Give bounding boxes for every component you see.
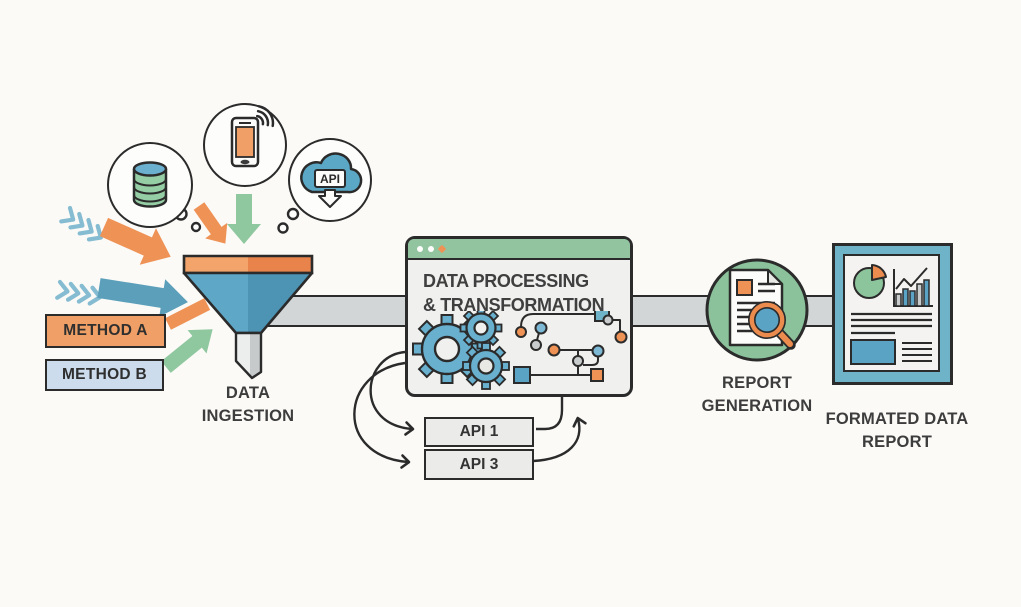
- mobile-icon: [230, 105, 275, 168]
- api-1-label: API 1: [459, 423, 499, 440]
- window-dot-icon: [428, 245, 434, 252]
- orange-stub: [165, 298, 211, 330]
- source-cloud-circle: API: [288, 138, 372, 222]
- green-arrow-down: [227, 194, 261, 244]
- source-mobile-circle: [203, 103, 287, 187]
- method-b-label: METHOD B: [61, 366, 148, 383]
- report-generation-icon: [705, 258, 809, 362]
- chevrons-bottom-icon: [55, 279, 103, 306]
- api-1-box: API 1: [424, 417, 534, 447]
- bar-chart-icon: [893, 267, 933, 307]
- image-placeholder: [850, 339, 896, 365]
- cloud-api-label: API: [320, 172, 340, 186]
- window-titlebar: [408, 239, 630, 260]
- bubble-dots: [174, 207, 300, 234]
- report-generation-caption: REPORT GENERATION: [701, 374, 813, 415]
- formatted-report-caption: FORMATED DATA REPORT: [825, 410, 969, 451]
- processing-title: DATA PROCESSING & TRANSFORMATION: [423, 271, 605, 315]
- window-dot-icon: [417, 245, 423, 252]
- method-b-box: METHOD B: [45, 359, 164, 391]
- pie-chart-icon: [853, 264, 887, 299]
- text-lines: [851, 312, 932, 335]
- api-3-box: API 3: [424, 449, 534, 480]
- green-arrow-upright: [161, 329, 213, 373]
- api-3-label: API 3: [459, 455, 499, 473]
- report-page-icon: [843, 254, 940, 372]
- report-generation-node: [705, 258, 809, 362]
- chevrons-top-icon: [59, 205, 103, 242]
- method-a-box: METHOD A: [45, 314, 166, 348]
- formatted-report-frame: [832, 243, 953, 385]
- method-a-label: METHOD A: [63, 322, 148, 339]
- wifi-icon: [255, 105, 275, 128]
- report-page-graphics: [850, 264, 933, 365]
- source-database-circle: [107, 142, 193, 228]
- gears-icon: [412, 311, 510, 390]
- magnifier-icon: [747, 300, 796, 350]
- processing-window: DATA PROCESSING & TRANSFORMATION: [405, 236, 633, 397]
- processing-graphics: [412, 311, 628, 390]
- text-lines-right: [902, 342, 932, 362]
- ingestion-caption: DATA INGESTION: [201, 384, 295, 425]
- cloud-api-icon: API: [300, 152, 363, 208]
- window-dot-orange-icon: [437, 244, 447, 253]
- database-icon: [132, 161, 168, 208]
- download-arrow-icon: [318, 189, 342, 208]
- orange-arrow-small: [193, 202, 228, 244]
- flowchart-icon: [513, 311, 628, 384]
